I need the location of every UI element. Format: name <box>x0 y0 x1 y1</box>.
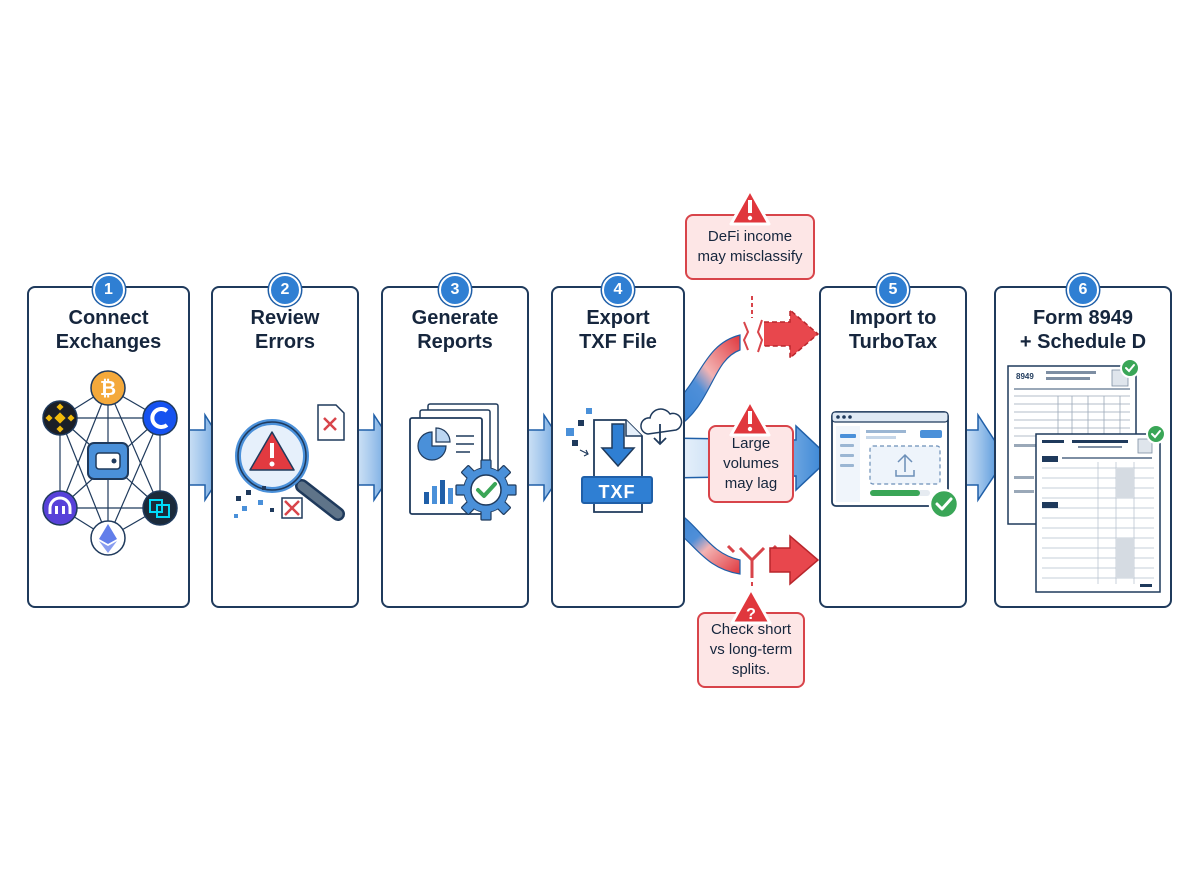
callout-defi-income: DeFi income may misclassify <box>685 214 815 280</box>
question-badge-icon: ? <box>730 587 772 625</box>
step-title: Generate Reports <box>411 307 499 353</box>
callout-text: Large volumes may lag <box>723 435 779 492</box>
callout-text: Check short vs long-term splits. <box>709 621 793 678</box>
step-number: 1 <box>92 274 125 306</box>
step-title: Connect Exchanges <box>55 307 162 353</box>
bitcoin-icon <box>90 370 126 406</box>
step-number: 3 <box>439 274 471 306</box>
success-check-icon <box>928 488 960 520</box>
form-number-label: 8949 <box>1016 372 1034 381</box>
check-badge-icon <box>1120 358 1140 378</box>
step-number: 6 <box>1067 274 1099 306</box>
warning-triangle-icon <box>729 188 771 226</box>
svg-text:?: ? <box>746 606 756 623</box>
step-title: Review Errors <box>250 307 320 353</box>
callout-term-splits: Check short vs long-term splits. <box>697 612 805 688</box>
magnifier-warning-icon <box>235 419 345 521</box>
error-document-icon <box>317 404 345 441</box>
cloud-download-icon <box>640 408 683 446</box>
txf-badge: TXF <box>581 476 653 504</box>
step-number: 5 <box>877 274 909 306</box>
step-title: Export TXF File <box>579 307 657 353</box>
coinbase-icon <box>142 400 178 436</box>
callout-text: DeFi income may misclassify <box>697 228 803 265</box>
step-title: Import to TurboTax <box>848 307 938 353</box>
svg-text:₿: ₿ <box>100 376 116 400</box>
warning-triangle-icon <box>729 399 771 437</box>
schedule-d-document <box>1035 433 1161 593</box>
kraken-icon <box>42 490 78 526</box>
step-number: 4 <box>602 274 634 306</box>
step-title: Form 8949 + Schedule D <box>1019 307 1147 353</box>
gear-check-icon <box>455 459 517 521</box>
exchange-network-icon: ₿ <box>42 370 178 556</box>
error-box-icon <box>281 497 303 519</box>
check-badge-icon <box>1146 424 1166 444</box>
turbotax-window-icon <box>831 411 949 507</box>
pixel-fragments <box>234 486 274 518</box>
step-card-review-errors: 2 Review Errors <box>211 274 359 608</box>
step-number: 2 <box>269 274 301 306</box>
